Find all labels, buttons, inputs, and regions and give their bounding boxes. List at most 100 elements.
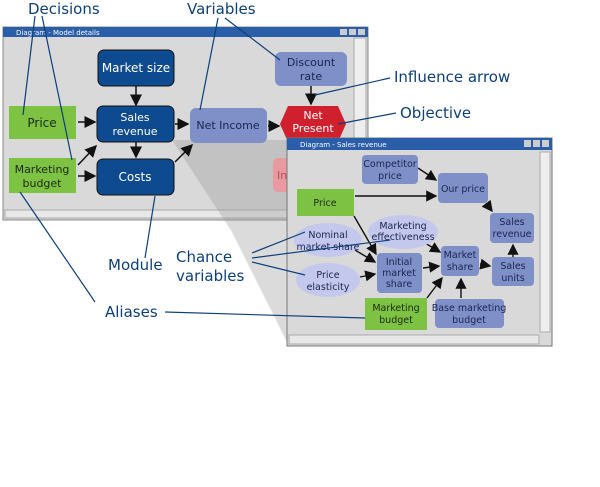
connector-line	[481, 199, 493, 213]
node-label: budget	[23, 177, 63, 190]
connector-line	[41, 15, 73, 161]
annotations: Decisions Variables Influence arrow Obje…	[28, 0, 510, 321]
annotation-leaders	[19, 15, 397, 319]
node-label: Sales	[500, 261, 525, 272]
node-sales-revenue[interactable]	[490, 213, 534, 243]
label-influence-arrow: Influence arrow	[394, 68, 510, 86]
title-bar[interactable]	[3, 27, 368, 37]
sub-edges	[353, 167, 519, 299]
node-discount-rate[interactable]	[275, 52, 347, 86]
node-label: Price	[313, 198, 336, 209]
node-marketing-budget[interactable]	[9, 158, 76, 193]
connector-line	[422, 261, 441, 273]
label-module: Module	[108, 256, 163, 274]
node-label: Sales	[499, 217, 524, 228]
node-label: budget	[379, 315, 413, 326]
node-price[interactable]	[9, 106, 76, 139]
node-price[interactable]	[297, 189, 354, 216]
connector-line	[174, 143, 194, 163]
minimize-button[interactable]	[340, 29, 347, 35]
node-label: market	[382, 268, 416, 279]
node-price-elasticity[interactable]	[296, 263, 360, 297]
node-label: Initial	[386, 257, 412, 268]
node-label: Price	[27, 116, 56, 130]
node-label: price	[378, 171, 402, 182]
connector-line	[314, 77, 391, 96]
node-market-size[interactable]	[97, 49, 175, 87]
label-chance: Chance	[176, 248, 232, 266]
node-initial-market-share[interactable]	[377, 253, 422, 293]
connector-line	[19, 191, 96, 303]
node-net-present-value[interactable]	[280, 106, 346, 142]
node-label: Present	[292, 122, 334, 135]
connector-line	[164, 311, 366, 319]
connector-line	[353, 215, 377, 256]
node-sales-units[interactable]	[492, 257, 534, 286]
node-label: Net	[303, 109, 323, 122]
node-label: Marketing	[15, 163, 70, 176]
node-costs[interactable]	[96, 158, 175, 196]
connector-line	[337, 112, 397, 125]
node-label: Net Income	[196, 119, 260, 132]
connector-line	[144, 195, 156, 259]
node-our-price[interactable]	[438, 173, 488, 203]
label-objective: Objective	[400, 104, 471, 122]
title-bar[interactable]	[287, 138, 552, 150]
label-variables: Variables	[187, 0, 256, 18]
vertical-scrollbar[interactable]	[539, 151, 551, 333]
connector-line	[354, 249, 377, 263]
connector-line	[251, 231, 306, 254]
node-label: In	[277, 169, 287, 182]
connector-line	[224, 17, 281, 61]
node-net-income[interactable]	[190, 108, 267, 143]
node-label: revenue	[493, 229, 532, 240]
node-label: Nominal	[308, 230, 347, 241]
connector-line	[199, 17, 219, 111]
node-label: units	[501, 273, 524, 284]
node-label: Competitor	[363, 159, 416, 170]
node-base-marketing-budget[interactable]	[435, 299, 504, 328]
node-label: share	[386, 279, 412, 290]
node-label: Market size	[102, 61, 170, 75]
label-variables-2: variables	[176, 267, 245, 285]
node-label: Price	[316, 270, 339, 281]
node-label: budget	[452, 315, 486, 326]
main-edges	[77, 86, 317, 182]
connector-line	[417, 167, 438, 181]
minimize-button[interactable]	[524, 140, 531, 147]
maximize-button[interactable]	[349, 29, 356, 35]
maximize-button[interactable]	[533, 140, 540, 147]
label-decisions: Decisions	[28, 0, 100, 18]
module-projection	[172, 140, 290, 348]
node-label: elasticity	[307, 282, 350, 293]
node-label: share	[447, 262, 473, 273]
node-market-share[interactable]	[441, 246, 479, 276]
node-nominal-market-share[interactable]	[294, 223, 362, 257]
connector-line	[426, 276, 443, 299]
connector-line	[359, 270, 377, 282]
node-sales-revenue[interactable]	[96, 105, 175, 143]
connector-line	[251, 261, 306, 276]
connector-line	[251, 239, 391, 259]
node-marketing-budget[interactable]	[365, 298, 427, 330]
connector-line	[22, 15, 36, 116]
node-label: Marketing	[372, 303, 419, 314]
horizontal-scrollbar[interactable]	[288, 334, 540, 345]
node-label: effectiveness	[371, 232, 434, 243]
connector-line	[77, 144, 98, 166]
node-competitor-price[interactable]	[362, 155, 418, 184]
connector-line	[424, 242, 442, 253]
node-label: Costs	[119, 170, 152, 184]
node-label: Sales	[120, 111, 150, 124]
connector-line	[479, 258, 492, 270]
window-title: Diagram - Sales revenue	[300, 141, 387, 149]
node-label: Our price	[441, 184, 485, 195]
close-button[interactable]	[358, 29, 365, 35]
node-label: revenue	[112, 125, 157, 138]
node-label: Discount	[287, 56, 336, 69]
node-label: Marketing	[379, 221, 426, 232]
node-label: Base marketing	[432, 303, 507, 314]
close-button[interactable]	[542, 140, 549, 147]
